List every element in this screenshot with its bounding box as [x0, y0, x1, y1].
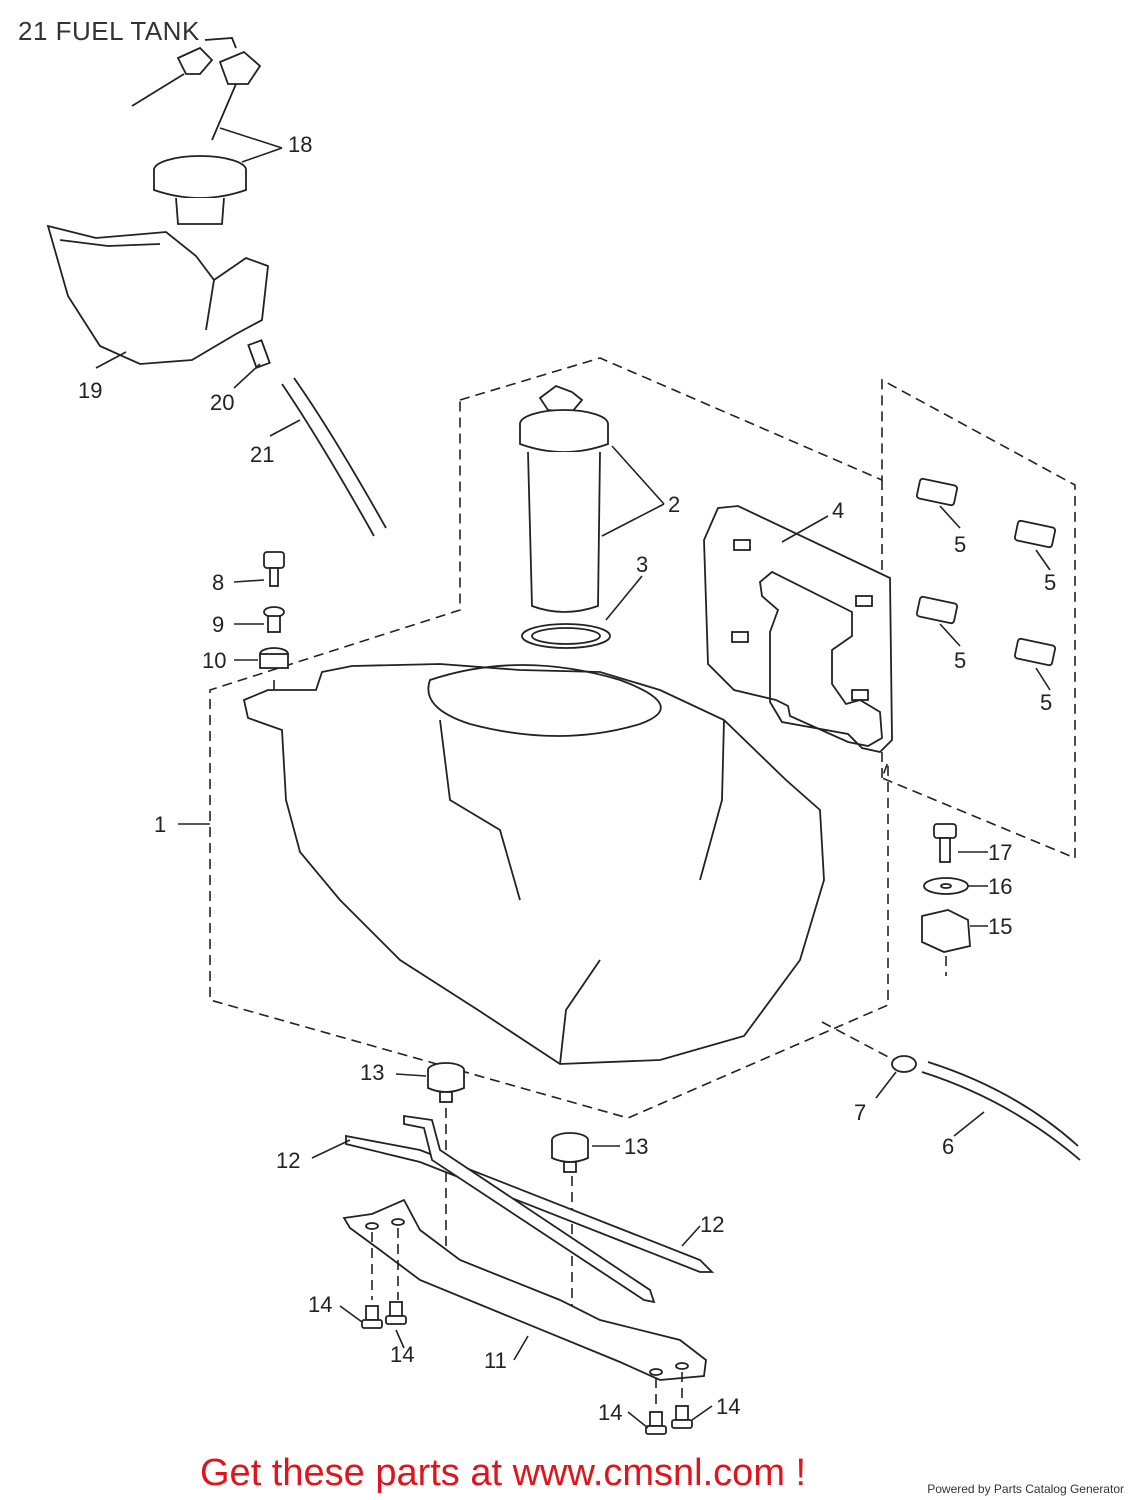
- callout-17: 17: [988, 840, 1012, 865]
- fuel-cap-part[interactable]: [153, 155, 247, 225]
- callout-15: 15: [988, 914, 1012, 939]
- callout-7: 7: [854, 1100, 866, 1125]
- callout-20: 20: [210, 390, 234, 415]
- callout-10: 10: [202, 648, 226, 673]
- fuel-pump-part[interactable]: [519, 384, 609, 613]
- callout-9: 9: [212, 612, 224, 637]
- callout-4: 4: [832, 498, 844, 523]
- callout-3: 3: [636, 552, 648, 577]
- callout-1: 1: [154, 812, 166, 837]
- tank-bracket-part[interactable]: [342, 1198, 707, 1410]
- callout-11: 11: [484, 1348, 507, 1373]
- callout-8: 8: [212, 570, 224, 595]
- callout-5: 5: [1040, 690, 1052, 715]
- callout-12: 12: [276, 1148, 300, 1173]
- hose-fitting-part[interactable]: [247, 339, 271, 369]
- callout-14: 14: [390, 1342, 414, 1367]
- mount-bolt-washer-grommet-set[interactable]: [921, 823, 971, 976]
- callout-14: 14: [308, 1292, 332, 1317]
- callout-14: 14: [716, 1394, 740, 1419]
- bolt-washer-grommet-set[interactable]: [259, 551, 289, 708]
- callout-14: 14: [598, 1400, 622, 1425]
- leader-lines: [95, 127, 1051, 1429]
- screw-part[interactable]: [361, 1301, 693, 1435]
- filler-neck-bowl-part[interactable]: [46, 224, 269, 365]
- callout-19: 19: [78, 378, 102, 403]
- fuel-hose-part[interactable]: [921, 1061, 1081, 1161]
- pump-gasket-part[interactable]: [521, 623, 611, 649]
- callout-labels: 18 19 20 21 2 3 4 5 5 5 5 8 9 10 1 17 16…: [78, 132, 1056, 1425]
- callout-12: 12: [700, 1212, 724, 1237]
- callout-13: 13: [360, 1060, 384, 1085]
- callout-5: 5: [1044, 570, 1056, 595]
- callout-16: 16: [988, 874, 1012, 899]
- clip-part[interactable]: [915, 477, 1057, 667]
- callout-6: 6: [942, 1134, 954, 1159]
- callout-5: 5: [954, 648, 966, 673]
- callout-13: 13: [624, 1134, 648, 1159]
- generator-credit: Powered by Parts Catalog Generator: [927, 1482, 1124, 1496]
- parts-shop-link[interactable]: Get these parts at www.cmsnl.com !: [200, 1452, 807, 1494]
- drain-hose-part[interactable]: [281, 377, 387, 537]
- fuel-tank-part[interactable]: [242, 663, 825, 1065]
- callout-2: 2: [668, 492, 680, 517]
- rubber-strip-part[interactable]: [345, 1114, 715, 1304]
- diagram-title: 21 FUEL TANK: [18, 16, 200, 46]
- key-set-part[interactable]: [131, 37, 262, 141]
- callout-21: 21: [250, 442, 274, 467]
- hose-clamp-part[interactable]: [821, 1021, 917, 1073]
- insulator-plate-part[interactable]: [703, 505, 893, 753]
- callout-18: 18: [288, 132, 312, 157]
- callout-5: 5: [954, 532, 966, 557]
